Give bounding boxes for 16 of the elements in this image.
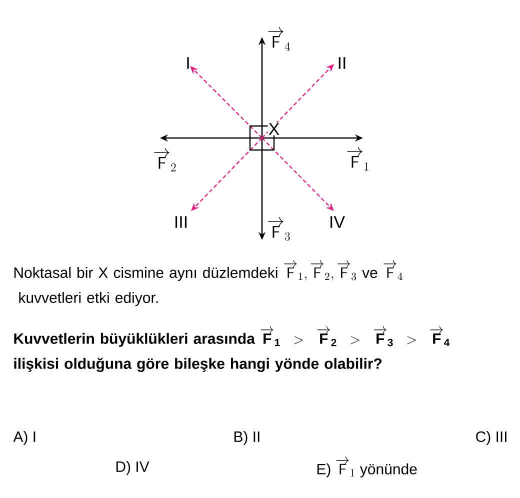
direction-label: I: [187, 57, 189, 69]
vector-label: $\overrightarrow{\mathsf{F}}_{4}$: [268, 27, 290, 50]
direction-label: II: [338, 57, 346, 69]
direction-label: III: [176, 216, 187, 228]
vector-label: $\overrightarrow{\mathsf{F}}_{1}$: [347, 147, 368, 170]
answer-option: B) II: [234, 431, 260, 445]
answer-option: D) IV: [116, 461, 150, 475]
vector-label: $\overrightarrow{\mathsf{F}}_{3}$: [268, 217, 290, 241]
answer-option: C) III: [476, 431, 506, 445]
answer-option: $\text{E) }\overrightarrow{\mathsf{F}}_{1}\text{ yönünde}$: [317, 456, 417, 478]
question-text: $\text{\bfseries Kuvvetlerin büyüklükleri arasında }\overrightarrow{\mathbf{F}}_{\mathbf{1}} > \overrightarrow{\mathbf{F}}_{\mathbf{2}} > \overrightarrow{\mathbf{F}}_{\mathbf{3}} > \overrightarrow{\mathbf{F}}_{\mathbf{4}}\allowbreak\text{\bfseries ilişkisi olduğuna göre bileşke hangi yönde olabilir?}$: [14, 326, 450, 372]
object-box: X: [249, 122, 280, 151]
vector-label: $\overrightarrow{\mathsf{F}}_{2}$: [154, 148, 176, 172]
question-text: $\text{Noktasal bir X cismine aynı düzlemdeki }\overrightarrow{\mathsf{F}}_{1}, \overrightarrow{\mathsf{F}}_{2}, \overrightarrow{\mathsf{F}}_{3}\text{ ve }\overrightarrow{\mathsf{F}}_{4}\allowbreak\text{ kuvvetleri etki ediyor.}$: [14, 260, 402, 306]
answer-option: A) I: [13, 431, 36, 445]
direction-label: IV: [330, 216, 345, 228]
